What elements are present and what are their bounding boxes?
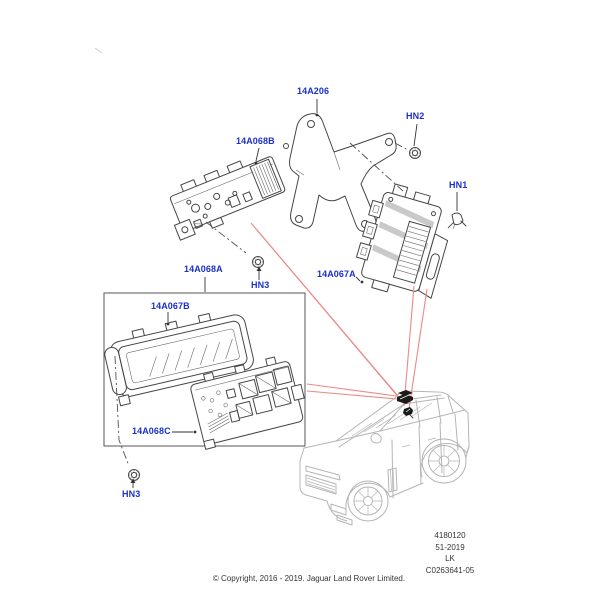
plate-code-number: 4180120 xyxy=(434,531,466,540)
part-label-14a068c[interactable]: 14A068C xyxy=(132,426,171,436)
nut-hn3-bottom-drawing[interactable] xyxy=(128,469,140,481)
label-leader-lines xyxy=(130,99,458,488)
module-14a067a-drawing[interactable] xyxy=(350,179,459,304)
fusebox-14a068c-drawing[interactable] xyxy=(188,352,310,450)
part-label-14a206[interactable]: 14A206 xyxy=(297,86,330,96)
bracket-14a206-drawing[interactable] xyxy=(283,113,397,232)
nut-hn3-top-drawing[interactable] xyxy=(252,256,264,268)
part-label-14a068a[interactable]: 14A068A xyxy=(184,264,223,274)
location-callout-lines xyxy=(250,222,428,410)
plate-code-block: 4180120 51-2019 LK C0263641-05 xyxy=(400,530,500,576)
cover-14a067b-drawing[interactable] xyxy=(101,306,257,407)
part-label-hn2[interactable]: HN2 xyxy=(406,111,425,121)
part-label-hn3-top[interactable]: HN3 xyxy=(251,280,270,290)
part-label-hn1[interactable]: HN1 xyxy=(449,180,468,190)
plate-code-drawing: C0263641-05 xyxy=(425,565,475,575)
roof-module-marker xyxy=(397,390,414,419)
assembly-dash-lines xyxy=(114,142,455,467)
part-label-14a067b[interactable]: 14A067B xyxy=(151,301,190,311)
part-label-14a068b[interactable]: 14A068B xyxy=(236,136,275,146)
copyright-text: © Copyright, 2016 - 2019. Jaguar Land Ro… xyxy=(212,574,406,583)
front-wheel xyxy=(347,480,389,522)
plate-code-issue: 51-2019 xyxy=(435,542,465,552)
module-14a068b-drawing[interactable] xyxy=(161,149,288,241)
vehicle-drawing xyxy=(299,390,470,526)
clip-hn1-drawing[interactable] xyxy=(451,212,467,230)
part-label-14a067a[interactable]: 14A067A xyxy=(317,269,356,279)
rear-wheel xyxy=(421,438,467,484)
artifact-mark xyxy=(94,47,103,54)
nut-hn2-drawing[interactable] xyxy=(409,147,421,159)
part-label-hn3-bottom[interactable]: HN3 xyxy=(122,489,141,499)
plate-code-market: LK xyxy=(445,554,455,563)
